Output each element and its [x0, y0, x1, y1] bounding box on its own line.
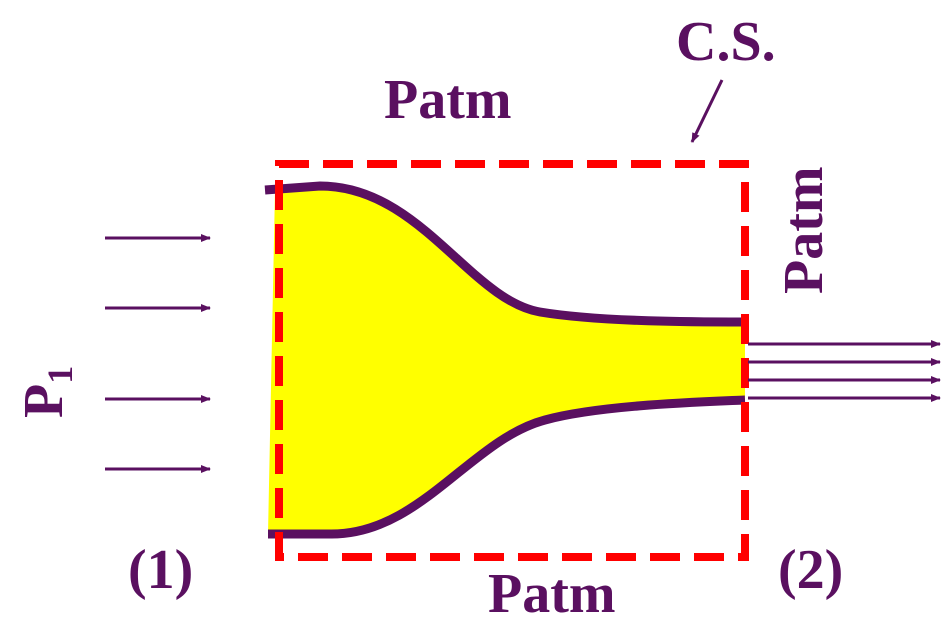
- inlet-pressure-subscript: 1: [40, 366, 80, 384]
- nozzle-lower-wall: [268, 395, 746, 539]
- section-2-label: (2): [778, 539, 843, 601]
- right-pressure-label: Patm: [773, 166, 835, 294]
- nozzle-upper-wall: [264, 181, 746, 327]
- top-pressure-label: Patm: [384, 69, 512, 131]
- inlet-pressure-label: P1: [13, 366, 80, 418]
- control-surface-label: C.S.: [676, 11, 776, 73]
- inlet-pressure-symbol: P: [13, 384, 75, 418]
- control-surface-boundary: [275, 160, 749, 561]
- section-1-label: (1): [128, 539, 193, 601]
- bottom-pressure-label: Patm: [488, 563, 616, 619]
- control-surface-pointer: [690, 79, 724, 143]
- nozzle-fluid-region: [268, 186, 745, 535]
